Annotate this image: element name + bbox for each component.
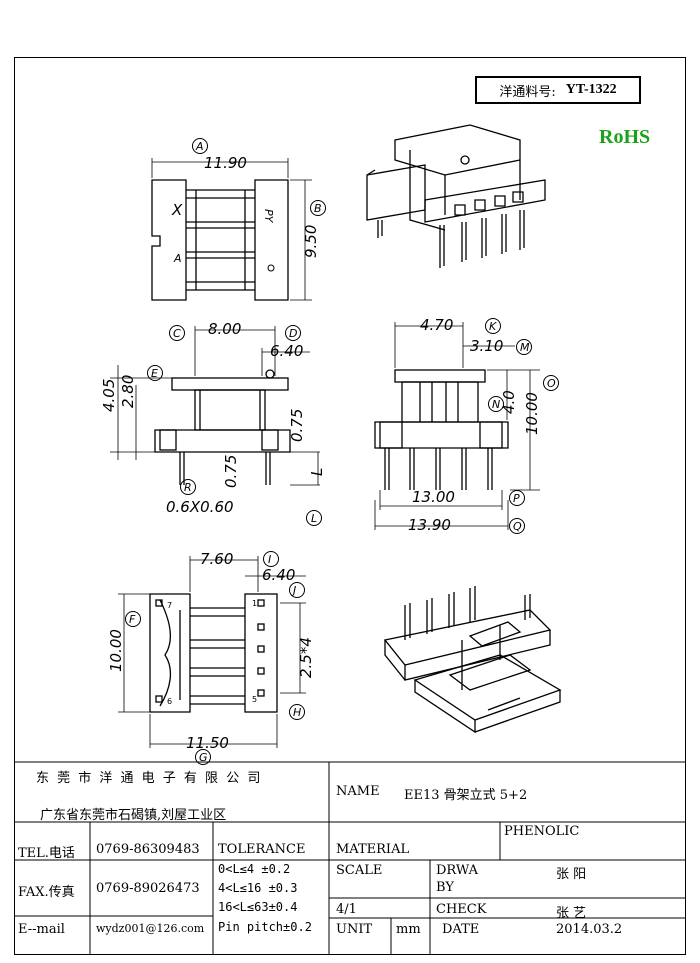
dim-height-9-50: 9.50 [302, 225, 320, 258]
dim-d-6-40: 6.40 [270, 342, 303, 360]
label-p: P [513, 492, 520, 505]
side-view-left: 8.00 6.40 4.05 2.80 0.75 0.75 L 0.6X0.60… [100, 320, 326, 526]
dim-0-75-center: 0.75 [222, 455, 240, 488]
pin-number-1: 1 [252, 599, 257, 608]
scale-label: SCALE [336, 863, 383, 878]
part-number-value: YT-1322 [565, 82, 617, 97]
tel-label: TEL.电话 [18, 846, 75, 861]
label-n: N [492, 398, 500, 411]
pin-number-7: 7 [167, 601, 172, 610]
drwa-by-label: BY [436, 880, 454, 895]
mark-a: A [173, 252, 182, 265]
dim-g-11-50: 11.50 [186, 734, 229, 752]
unit-label: UNIT [336, 922, 373, 937]
title-block-grid [14, 761, 686, 955]
date-value: 2014.03.2 [556, 922, 623, 937]
tolerance-row-3: 16<L≤63±0.4 [218, 900, 298, 914]
unit-value: mm [396, 922, 421, 937]
scale-value: 4/1 [336, 902, 357, 917]
label-m: M [520, 341, 530, 354]
drawing-border [14, 57, 686, 955]
part-number-box: 洋通料号: YT-1322 [475, 76, 641, 104]
dim-m-3-10: 3.10 [470, 337, 503, 355]
material-label: MATERIAL [336, 842, 410, 857]
fax-value: 0769-89026473 [96, 881, 200, 896]
pin-number-5: 5 [252, 695, 257, 704]
dim-pitch: 2.5*4 [297, 637, 315, 678]
top-view: 11.90 9.50 A B X A PY [151, 138, 326, 301]
label-j: J [291, 584, 296, 597]
drwa-value: 张 阳 [556, 867, 587, 882]
dim-0-75-right: 0.75 [288, 409, 306, 442]
date-label: DATE [442, 922, 480, 937]
drwa-label: DRWA [436, 863, 479, 878]
label-d: D [289, 327, 297, 340]
label-e: E [151, 367, 158, 380]
label-k: K [489, 320, 497, 333]
dim-j-6-40: 6.40 [262, 566, 295, 584]
dim-i-7-60: 7.60 [200, 550, 233, 568]
dim-pin-size: 0.6X0.60 [166, 498, 234, 516]
side-view-right: 4.70 3.10 4.0 10.00 13.00 13.90 K M N O … [374, 316, 559, 534]
label-l: L [311, 512, 317, 525]
name-value: EE13 骨架立式 5+2 [404, 788, 528, 803]
dim-p-13-00: 13.00 [412, 488, 455, 506]
label-q: Q [513, 520, 522, 533]
tolerance-row-2: 4<L≤16 ±0.3 [218, 881, 298, 895]
bottom-view: 7.60 6.40 10.00 2.5*4 11.50 I J F H G 7 … [107, 550, 315, 765]
check-label: CHECK [436, 902, 487, 917]
dim-f-10-00: 10.00 [107, 629, 125, 672]
label-g: G [199, 751, 208, 764]
dim-q-13-90: 13.90 [408, 516, 451, 534]
dim-k-4-70: 4.70 [420, 316, 453, 334]
tolerance-label: TOLERANCE [218, 842, 306, 857]
dim-width-11-90: 11.90 [204, 154, 247, 172]
mark-py: PY [262, 209, 275, 224]
label-c: C [173, 327, 181, 340]
mark-x: X [171, 201, 183, 219]
label-a: A [195, 140, 204, 153]
pin-number-6: 6 [167, 697, 172, 706]
dim-2-80: 2.80 [119, 375, 137, 408]
dim-o-10-00: 10.00 [523, 392, 541, 435]
tolerance-row-1: 0<L≤4 ±0.2 [218, 862, 291, 876]
tolerance-row-4: Pin pitch±0.2 [218, 920, 312, 934]
label-h: H [293, 706, 301, 719]
isometric-view-bottom [383, 586, 562, 734]
rohs-mark: RoHS [599, 126, 651, 148]
label-f: F [129, 613, 136, 626]
label-i: I [268, 553, 271, 566]
email-label: E--mail [18, 922, 65, 937]
isometric-view-top [366, 124, 546, 268]
check-value: 张 艺 [556, 906, 587, 921]
material-value: PHENOLIC [504, 824, 580, 839]
dim-4-05: 4.05 [100, 379, 118, 412]
dim-c-8-00: 8.00 [208, 320, 241, 338]
name-label: NAME [336, 784, 380, 799]
label-b: B [314, 202, 322, 215]
company-address: 广东省东莞市石碣镇,刘屋工业区 [40, 808, 227, 823]
label-o: O [547, 377, 556, 390]
email-value: wydz001@126.com [96, 922, 205, 935]
dim-n-4-0: 4.0 [500, 390, 518, 414]
company-name: 东 莞 市 洋 通 电 子 有 限 公 司 [36, 771, 263, 786]
fax-label: FAX.传真 [18, 885, 75, 900]
part-number-label: 洋通料号: [499, 84, 556, 100]
tel-value: 0769-86309483 [96, 842, 200, 857]
dim-l: L [308, 468, 326, 476]
label-r: R [184, 481, 192, 494]
